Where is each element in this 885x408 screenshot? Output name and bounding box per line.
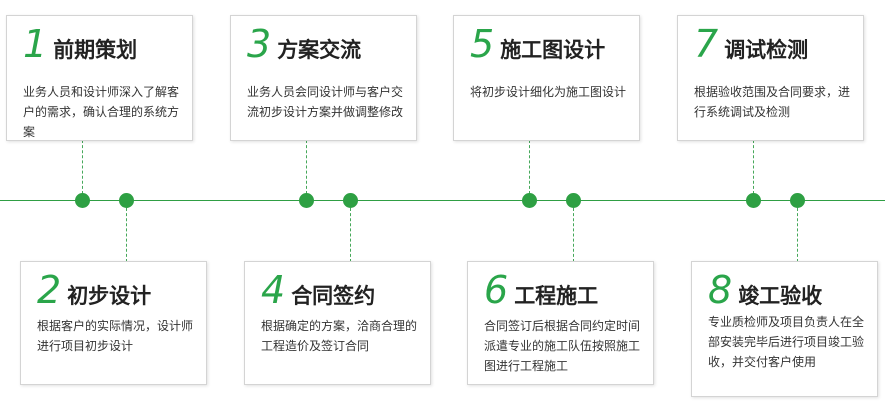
step-title: 前期策划	[53, 38, 138, 62]
timeline-node-3	[299, 193, 314, 208]
step-title: 调试检测	[724, 38, 809, 62]
step-title: 方案交流	[277, 38, 362, 62]
step-number: 5	[470, 22, 495, 66]
step-number: 3	[247, 22, 272, 66]
step-title: 初步设计	[67, 284, 152, 308]
step-description: 业务人员和设计师深入了解客户的需求，确认合理的系统方案	[23, 85, 180, 139]
timeline-node-4	[343, 193, 358, 208]
step-title: 施工图设计	[500, 38, 606, 62]
connector-3	[306, 140, 307, 194]
step-title: 竣工验收	[738, 284, 823, 308]
connector-6	[573, 208, 574, 262]
connector-7	[753, 140, 754, 194]
step-number: 4	[261, 268, 286, 312]
step-description: 根据验收范围及合同要求，进行系统调试及检测	[694, 85, 851, 119]
connector-4	[350, 208, 351, 262]
step-description: 根据确定的方案，洽商合理的工程造价及签订合同	[261, 319, 418, 353]
connector-5	[529, 140, 530, 194]
step-number: 2	[37, 268, 62, 312]
timeline-node-6	[566, 193, 581, 208]
connector-8	[797, 208, 798, 262]
connector-2	[126, 208, 127, 262]
step-description: 将初步设计细化为施工图设计	[470, 85, 627, 99]
step-description: 合同签订后根据合同约定时间派遣专业的施工队伍按照施工图进行工程施工	[484, 319, 641, 373]
step-number: 8	[708, 268, 733, 312]
timeline-node-7	[746, 193, 761, 208]
timeline-node-2	[119, 193, 134, 208]
timeline-axis	[0, 200, 885, 201]
step-description: 根据客户的实际情况，设计师进行项目初步设计	[37, 319, 194, 353]
step-title: 工程施工	[514, 284, 599, 308]
step-description: 专业质检师及项目负责人在全部安装完毕后进行项目竣工验收，并交付客户使用	[708, 315, 865, 369]
timeline-node-1	[75, 193, 90, 208]
timeline-node-8	[790, 193, 805, 208]
timeline-node-5	[522, 193, 537, 208]
step-description: 业务人员会同设计师与客户交流初步设计方案并做调整修改	[247, 85, 404, 119]
step-number: 1	[23, 22, 48, 66]
step-number: 6	[484, 268, 509, 312]
step-title: 合同签约	[291, 284, 376, 308]
connector-1	[82, 140, 83, 194]
step-number: 7	[694, 22, 719, 66]
